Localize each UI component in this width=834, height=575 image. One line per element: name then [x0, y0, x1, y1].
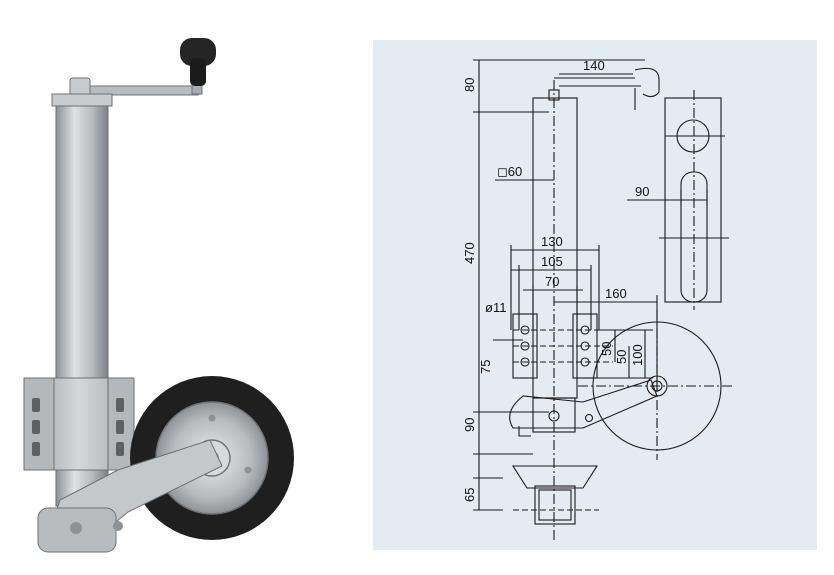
bracket-slot [116, 442, 124, 456]
dim-bottom-hole-offset: 75 [478, 360, 493, 374]
bracket-slot [32, 420, 40, 434]
dim-hole-diameter: ø11 [485, 300, 506, 315]
bracket-slot [116, 398, 124, 412]
dim-bracket-inner: 70 [545, 274, 559, 289]
dim-clamp-height: 65 [462, 488, 477, 502]
jockey-wheel-photo [23, 38, 294, 553]
dim-hole-spacing-a: 50 [599, 342, 614, 356]
handle-knob [180, 38, 216, 66]
handle-grip [190, 58, 206, 86]
drawing-lines [473, 59, 733, 540]
tube-collar [51, 93, 113, 107]
dim-crank-reach: 140 [583, 58, 605, 73]
dim-wheel-axis-height: 90 [462, 418, 477, 432]
dim-bracket-outer: 130 [541, 234, 563, 249]
clamp-bracket [23, 377, 135, 471]
bracket-slot [116, 420, 124, 434]
dim-hole-span: 100 [630, 344, 645, 366]
rim-bolt [244, 466, 252, 474]
fork-bolt [113, 521, 123, 531]
drawing-background [373, 40, 817, 550]
dim-total-height: 470 [462, 242, 477, 264]
dim-tube-square: ◻60 [497, 164, 522, 179]
fork-bolt [70, 522, 82, 534]
technical-drawing: 80 140 ◻60 470 130 105 70 160 ø11 50 50 … [373, 40, 817, 550]
rim-bolt [208, 414, 216, 422]
dim-wheel-offset: 160 [605, 286, 627, 301]
dim-handle-height: 80 [462, 78, 477, 92]
dim-hole-spacing-b: 50 [614, 350, 629, 364]
crank-handle [69, 38, 216, 101]
dim-bracket-mid: 105 [541, 254, 563, 269]
dim-wheel-width: 90 [635, 184, 649, 199]
bracket-slot [32, 442, 40, 456]
bracket-slot [32, 398, 40, 412]
wheel-fork [37, 439, 223, 553]
